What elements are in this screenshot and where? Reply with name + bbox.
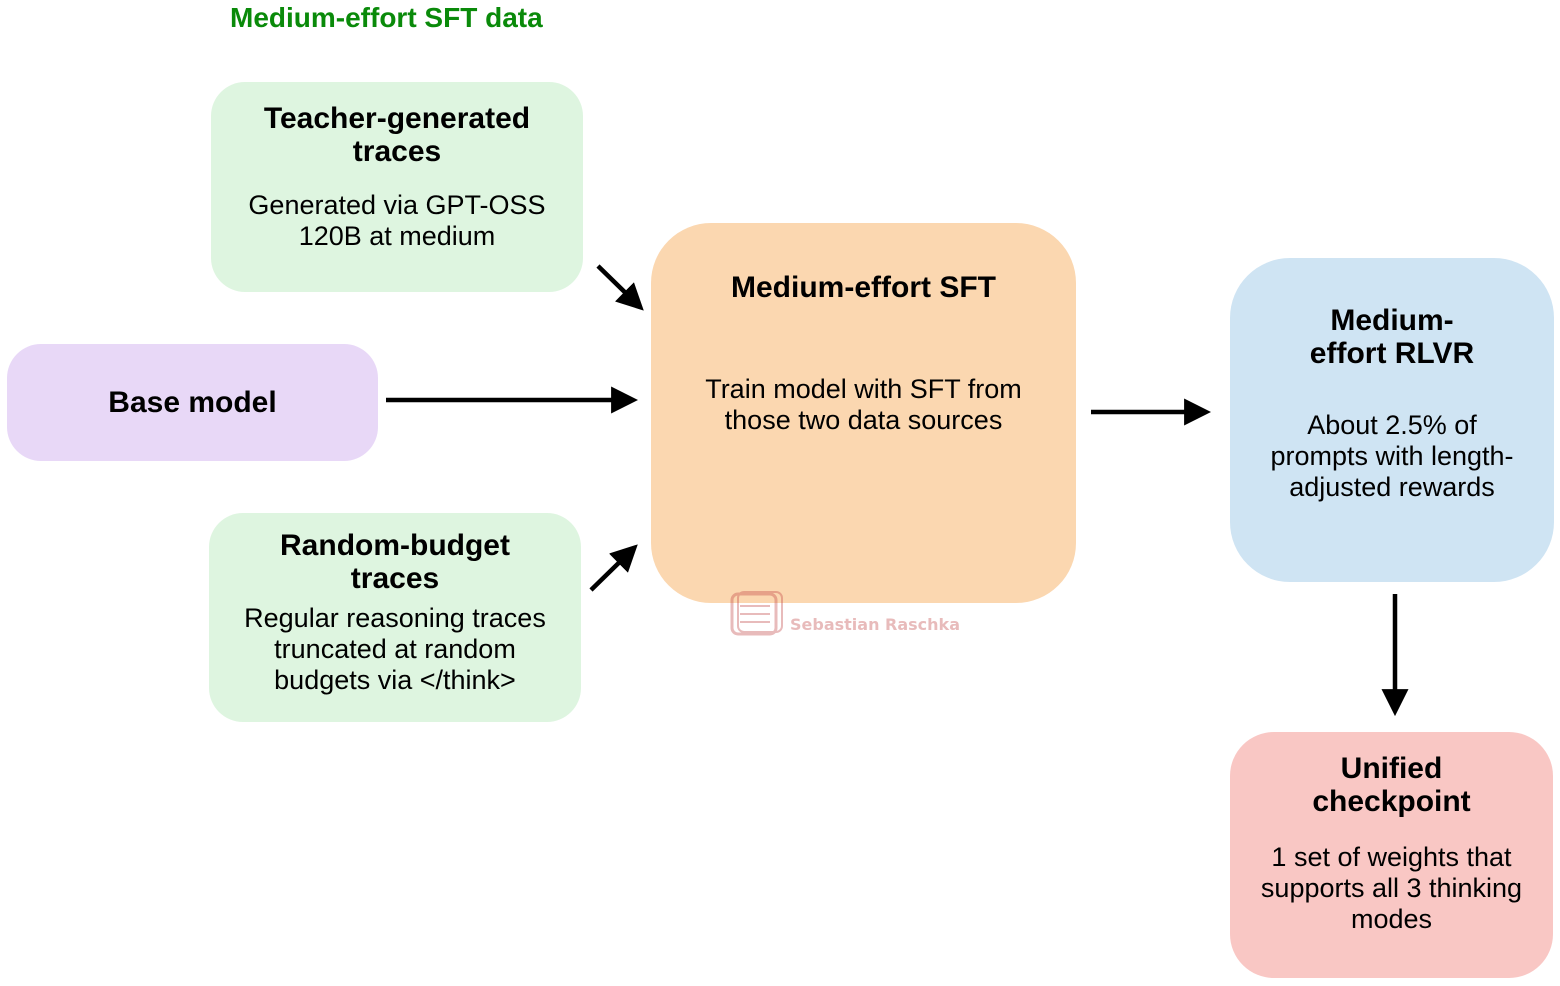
random-budget-traces-desc: Regular reasoning traces truncated at ra… bbox=[244, 603, 546, 695]
section-title: Medium-effort SFT data bbox=[230, 2, 543, 33]
teacher-traces-desc: Generated via GPT-OSS 120B at medium bbox=[248, 190, 546, 251]
base-model-box: Base model bbox=[7, 344, 378, 461]
teacher-traces-title: Teacher-generated traces bbox=[263, 102, 531, 168]
medium-effort-sft-desc: Train model with SFT from those two data… bbox=[705, 374, 1022, 435]
medium-effort-rlvr-desc: About 2.5% of prompts with length-adjust… bbox=[1270, 410, 1514, 502]
unified-checkpoint-title: Unified checkpoint bbox=[1312, 752, 1471, 818]
watermark-text: Sebastian Raschka bbox=[790, 614, 960, 634]
teacher-traces-box: Teacher-generated traces Generated via G… bbox=[211, 82, 583, 292]
medium-effort-rlvr-box: Medium-effort RLVR About 2.5% of prompts… bbox=[1230, 258, 1554, 582]
watermark: Sebastian Raschka bbox=[730, 590, 960, 638]
medium-effort-rlvr-title: Medium-effort RLVR bbox=[1309, 304, 1475, 370]
watermark-logo-icon bbox=[730, 591, 783, 636]
base-model-title: Base model bbox=[108, 386, 277, 419]
arrow-teacher-to-sft bbox=[596, 264, 644, 311]
unified-checkpoint-box: Unified checkpoint 1 set of weights that… bbox=[1230, 732, 1553, 978]
medium-effort-sft-box: Medium-effort SFT Train model with SFT f… bbox=[651, 223, 1076, 603]
arrow-random-to-sft bbox=[589, 544, 638, 592]
random-budget-traces-box: Random-budget traces Regular reasoning t… bbox=[209, 513, 581, 722]
random-budget-traces-title: Random-budget traces bbox=[280, 529, 510, 595]
medium-effort-sft-title: Medium-effort SFT bbox=[731, 271, 996, 304]
unified-checkpoint-desc: 1 set of weights that supports all 3 thi… bbox=[1260, 842, 1523, 934]
